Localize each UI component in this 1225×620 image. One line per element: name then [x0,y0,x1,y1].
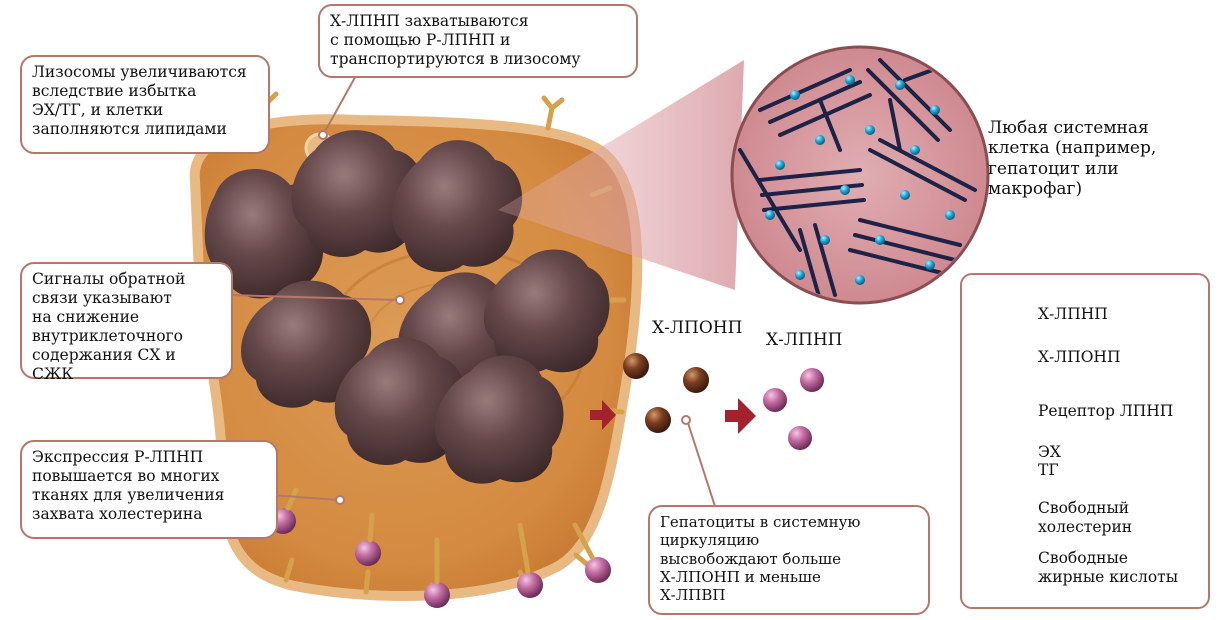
vldl-particles [623,353,709,433]
callout-feedback: Сигналы обратной связи указывают на сниж… [20,262,233,379]
callout-line: транспортируются в лизосому [330,50,626,69]
callout-line: на снижение [32,308,221,327]
legend-label: ТГ [1038,461,1059,480]
legend-item-ldl: Х-ЛПНП [1038,305,1108,324]
callout-line: Экспрессия Р-ЛПНП [32,448,266,467]
callout-line: Лизосомы увеличиваются [32,63,258,82]
legend-label: жирные кислоты [1038,568,1178,587]
callout-line: Гепатоциты в системную [660,513,918,531]
legend-label: ЭХ [1038,443,1061,462]
legend-label: Х-ЛПОНП [1038,348,1120,367]
callout-line: Сигналы обратной [32,270,221,289]
callout-hepatocytes: Гепатоциты в системную циркуляцию высвоб… [648,505,930,615]
cell-label-line: гепатоцит или [988,159,1218,179]
callout-line: содержания СХ и СЖК [32,346,221,384]
callout-line: Х-ЛПВП [660,586,918,604]
callout-line: захвата холестерина [32,505,266,524]
callout-line: ЭХ/ТГ, и клетки [32,101,258,120]
ldl-label: Х-ЛПНП [766,330,843,350]
vldl-label: Х-ЛПОНП [652,318,742,338]
legend-item-cholesteryl-ester: ЭХ [1038,443,1061,462]
cell-type-label: Любая системная клетка (например, гепато… [988,118,1218,200]
legend-item-vldl: Х-ЛПОНП [1038,348,1120,367]
legend-label: Рецептор ЛПНП [1038,402,1173,421]
callout-line: высвобождают больше [660,550,918,568]
callout-line: заполняются липидами [32,120,258,139]
callout-line: тканях для увеличения [32,486,266,505]
cell-label-line: клетка (например, [988,138,1218,158]
legend-box: Х-ЛПНП Х-ЛПОНП Рецептор ЛПНП ЭХ ТГ Свобо… [960,273,1210,609]
callout-line: внутриклеточного [32,327,221,346]
cell-label-line: Любая системная [988,118,1218,138]
callout-line: вследствие избытка [32,82,258,101]
callout-expression: Экспрессия Р-ЛПНП повышается во многих т… [20,440,278,539]
callout-line: Х-ЛПОНП и меньше [660,568,918,586]
legend-label: холестерин [1038,518,1132,537]
ldl-particles [763,368,824,450]
legend-label: Свободный [1038,499,1132,518]
cell-label-line: макрофаг) [988,179,1218,199]
callout-capture: Х-ЛПНП захватываются с помощью Р-ЛПНП и … [318,4,638,78]
callout-line: Х-ЛПНП захватываются [330,12,626,31]
legend-item-receptor: Рецептор ЛПНП [1038,402,1173,421]
callout-line: связи указывают [32,289,221,308]
callout-line: повышается во многих [32,467,266,486]
legend-item-triglyceride: ТГ [1038,461,1059,480]
legend-item-free-cholesterol: Свободный холестерин [1038,499,1132,536]
conversion-arrow [725,398,756,434]
legend-item-free-fatty-acids: Свободные жирные кислоты [1038,549,1178,586]
legend-label: Х-ЛПНП [1038,305,1108,324]
callout-line: с помощью Р-ЛПНП и [330,31,626,50]
legend-label: Свободные [1038,549,1178,568]
callout-lysosomes: Лизосомы увеличиваются вследствие избытк… [20,55,270,154]
callout-line: циркуляцию [660,531,918,549]
